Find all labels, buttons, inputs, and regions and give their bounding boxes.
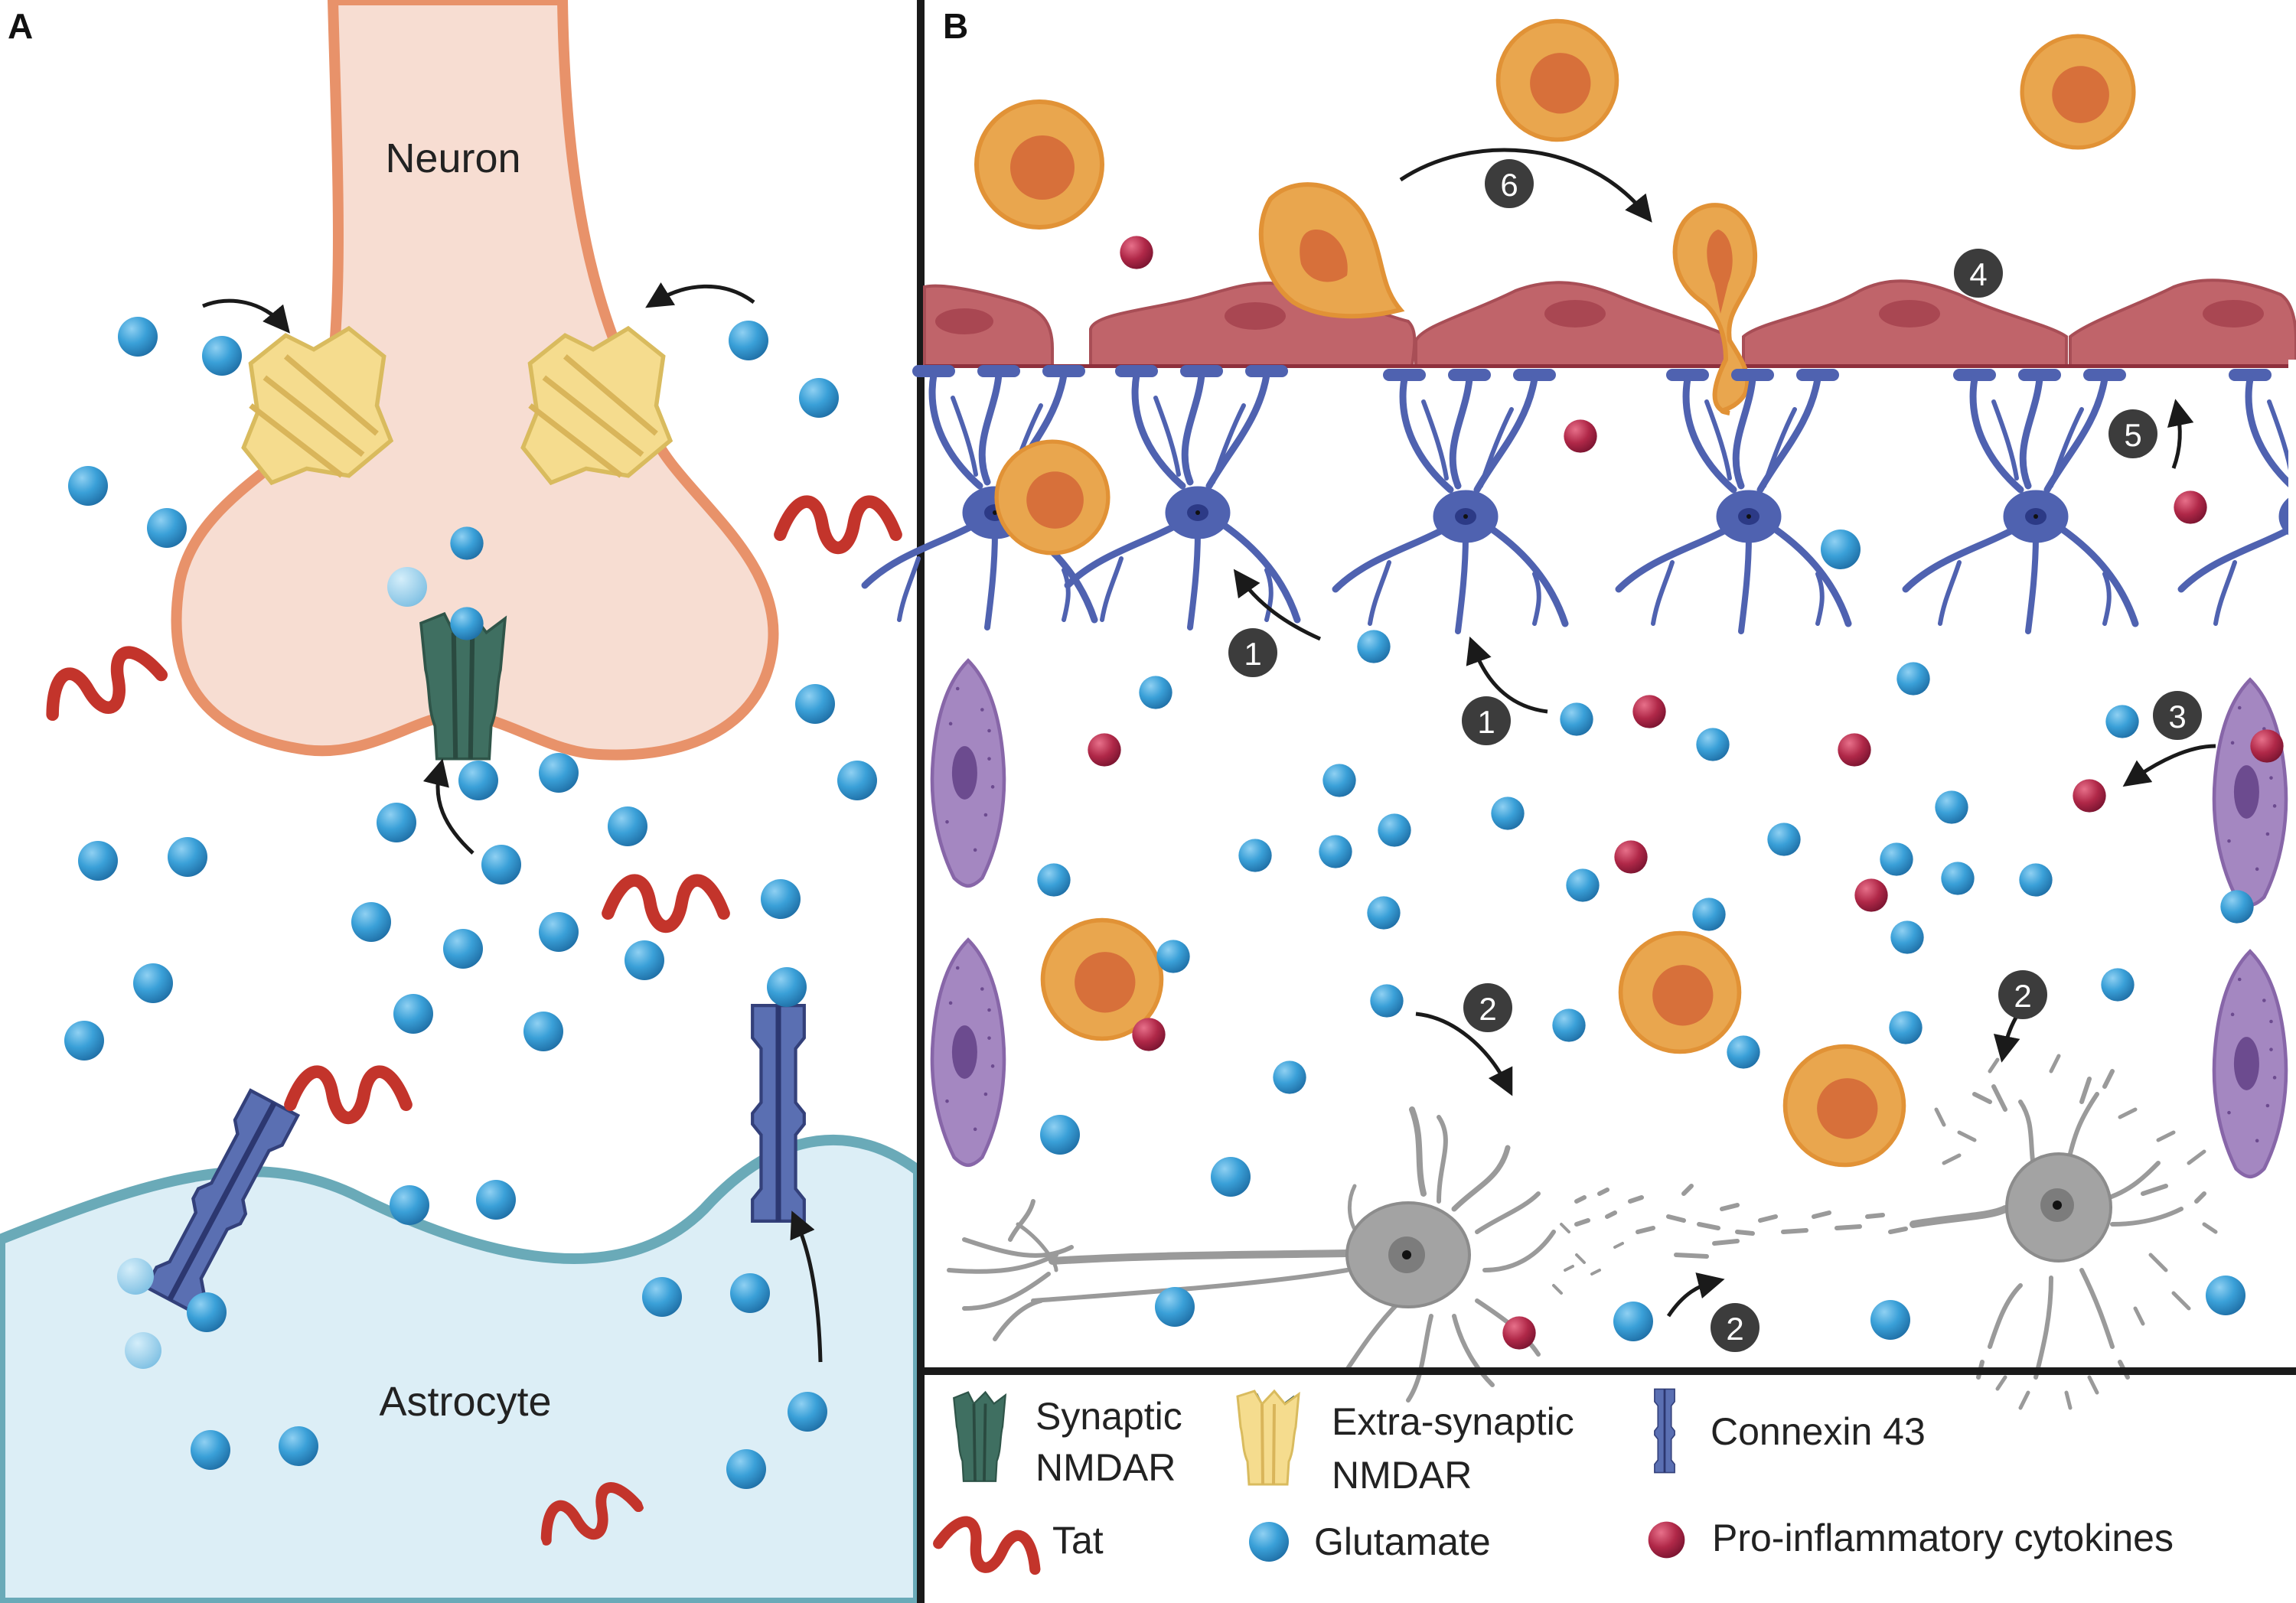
panel-b-letter: B (943, 6, 968, 46)
legend-divider (925, 1367, 2296, 1375)
neuron-label: Neuron (385, 135, 520, 181)
panel-a-arrows (202, 282, 823, 1363)
immune-cell (1621, 933, 1740, 1052)
extra-synaptic-nmdar-right (523, 328, 670, 483)
fragmented-axon (1552, 1184, 2009, 1295)
microglia (2214, 679, 2286, 904)
legend-glutamate-label: Glutamate (1314, 1520, 1491, 1563)
step-badge-2: 2 (1463, 983, 1512, 1032)
legend-cytokine-icon (1648, 1521, 1685, 1559)
svg-text:2: 2 (1726, 1311, 1743, 1347)
legend-synaptic-label-line1: Synaptic (1035, 1395, 1182, 1438)
step-badge-2: 2 (1711, 1303, 1760, 1352)
extra-synaptic-nmdar-left (243, 328, 390, 483)
astrocyte-cell (0, 1134, 924, 1603)
step-badge-3: 3 (2153, 691, 2202, 740)
legend-extra-synaptic-label-line2: NMDAR (1332, 1454, 1472, 1497)
legend-tat-label: Tat (1052, 1519, 1104, 1562)
panel-divider (917, 0, 925, 1603)
step-badge-2: 2 (1998, 970, 2047, 1019)
endothelial-nuclei (935, 300, 2264, 334)
astrocyte-b (1336, 375, 1565, 631)
immune-cell (977, 102, 1102, 227)
microglia (932, 940, 1004, 1165)
immune-cell (2022, 36, 2134, 148)
legend-synaptic-nmdar-icon (954, 1393, 1006, 1481)
microglia (2214, 951, 2286, 1176)
step-badge-1: 1 (1462, 696, 1511, 745)
astrocyte-b (1906, 375, 2135, 631)
immune-cell (1786, 1047, 1904, 1165)
legend-connexin-43-icon (1655, 1389, 1675, 1472)
panel-a: Neuron Astrocyte A (0, 0, 924, 1603)
panel-a-letter: A (8, 6, 33, 46)
step-badges: 1 1 2 2 2 3 4 5 6 (1228, 159, 2202, 1352)
immune-cell (996, 441, 1108, 553)
svg-text:6: 6 (1500, 167, 1518, 203)
legend: Synaptic NMDAR Extra-synaptic NMDAR Conn… (935, 1389, 2174, 1580)
legend-tat-icon (935, 1516, 1042, 1580)
legend-glutamate-icon (1249, 1522, 1289, 1562)
pale-glutamate-group (117, 567, 427, 1369)
svg-text:2: 2 (1479, 991, 1496, 1027)
panel-b: B (865, 6, 2296, 1580)
svg-text:1: 1 (1477, 704, 1495, 740)
connexin-43-upright (752, 1005, 804, 1221)
legend-synaptic-label-line2: NMDAR (1035, 1446, 1176, 1489)
step-badge-4: 4 (1954, 249, 2003, 298)
astrocyte-label: Astrocyte (379, 1379, 551, 1425)
svg-text:2: 2 (2014, 978, 2031, 1014)
step-badge-6: 6 (1485, 159, 1534, 208)
svg-text:3: 3 (2168, 699, 2186, 735)
step-badge-5: 5 (2108, 409, 2157, 458)
legend-cytokines-label: Pro-inflammatory cytokines (1712, 1517, 2174, 1559)
step-badge-1: 1 (1228, 628, 1277, 677)
immune-cell (1499, 21, 1617, 140)
transmigrating-immune-cell (1672, 203, 1758, 415)
svg-text:4: 4 (1969, 256, 1987, 292)
endothelial-layer (923, 279, 2296, 367)
svg-text:5: 5 (2124, 417, 2141, 453)
transmigrating-immune-cell (1258, 182, 1405, 319)
legend-connexin-label: Connexin 43 (1711, 1410, 1926, 1453)
healthy-neuron-b (947, 1106, 1556, 1403)
microglia (932, 660, 1004, 885)
astrocyte-b (1619, 375, 1848, 631)
svg-text:1: 1 (1244, 636, 1261, 672)
legend-extra-synaptic-label-line1: Extra-synaptic (1332, 1400, 1574, 1443)
